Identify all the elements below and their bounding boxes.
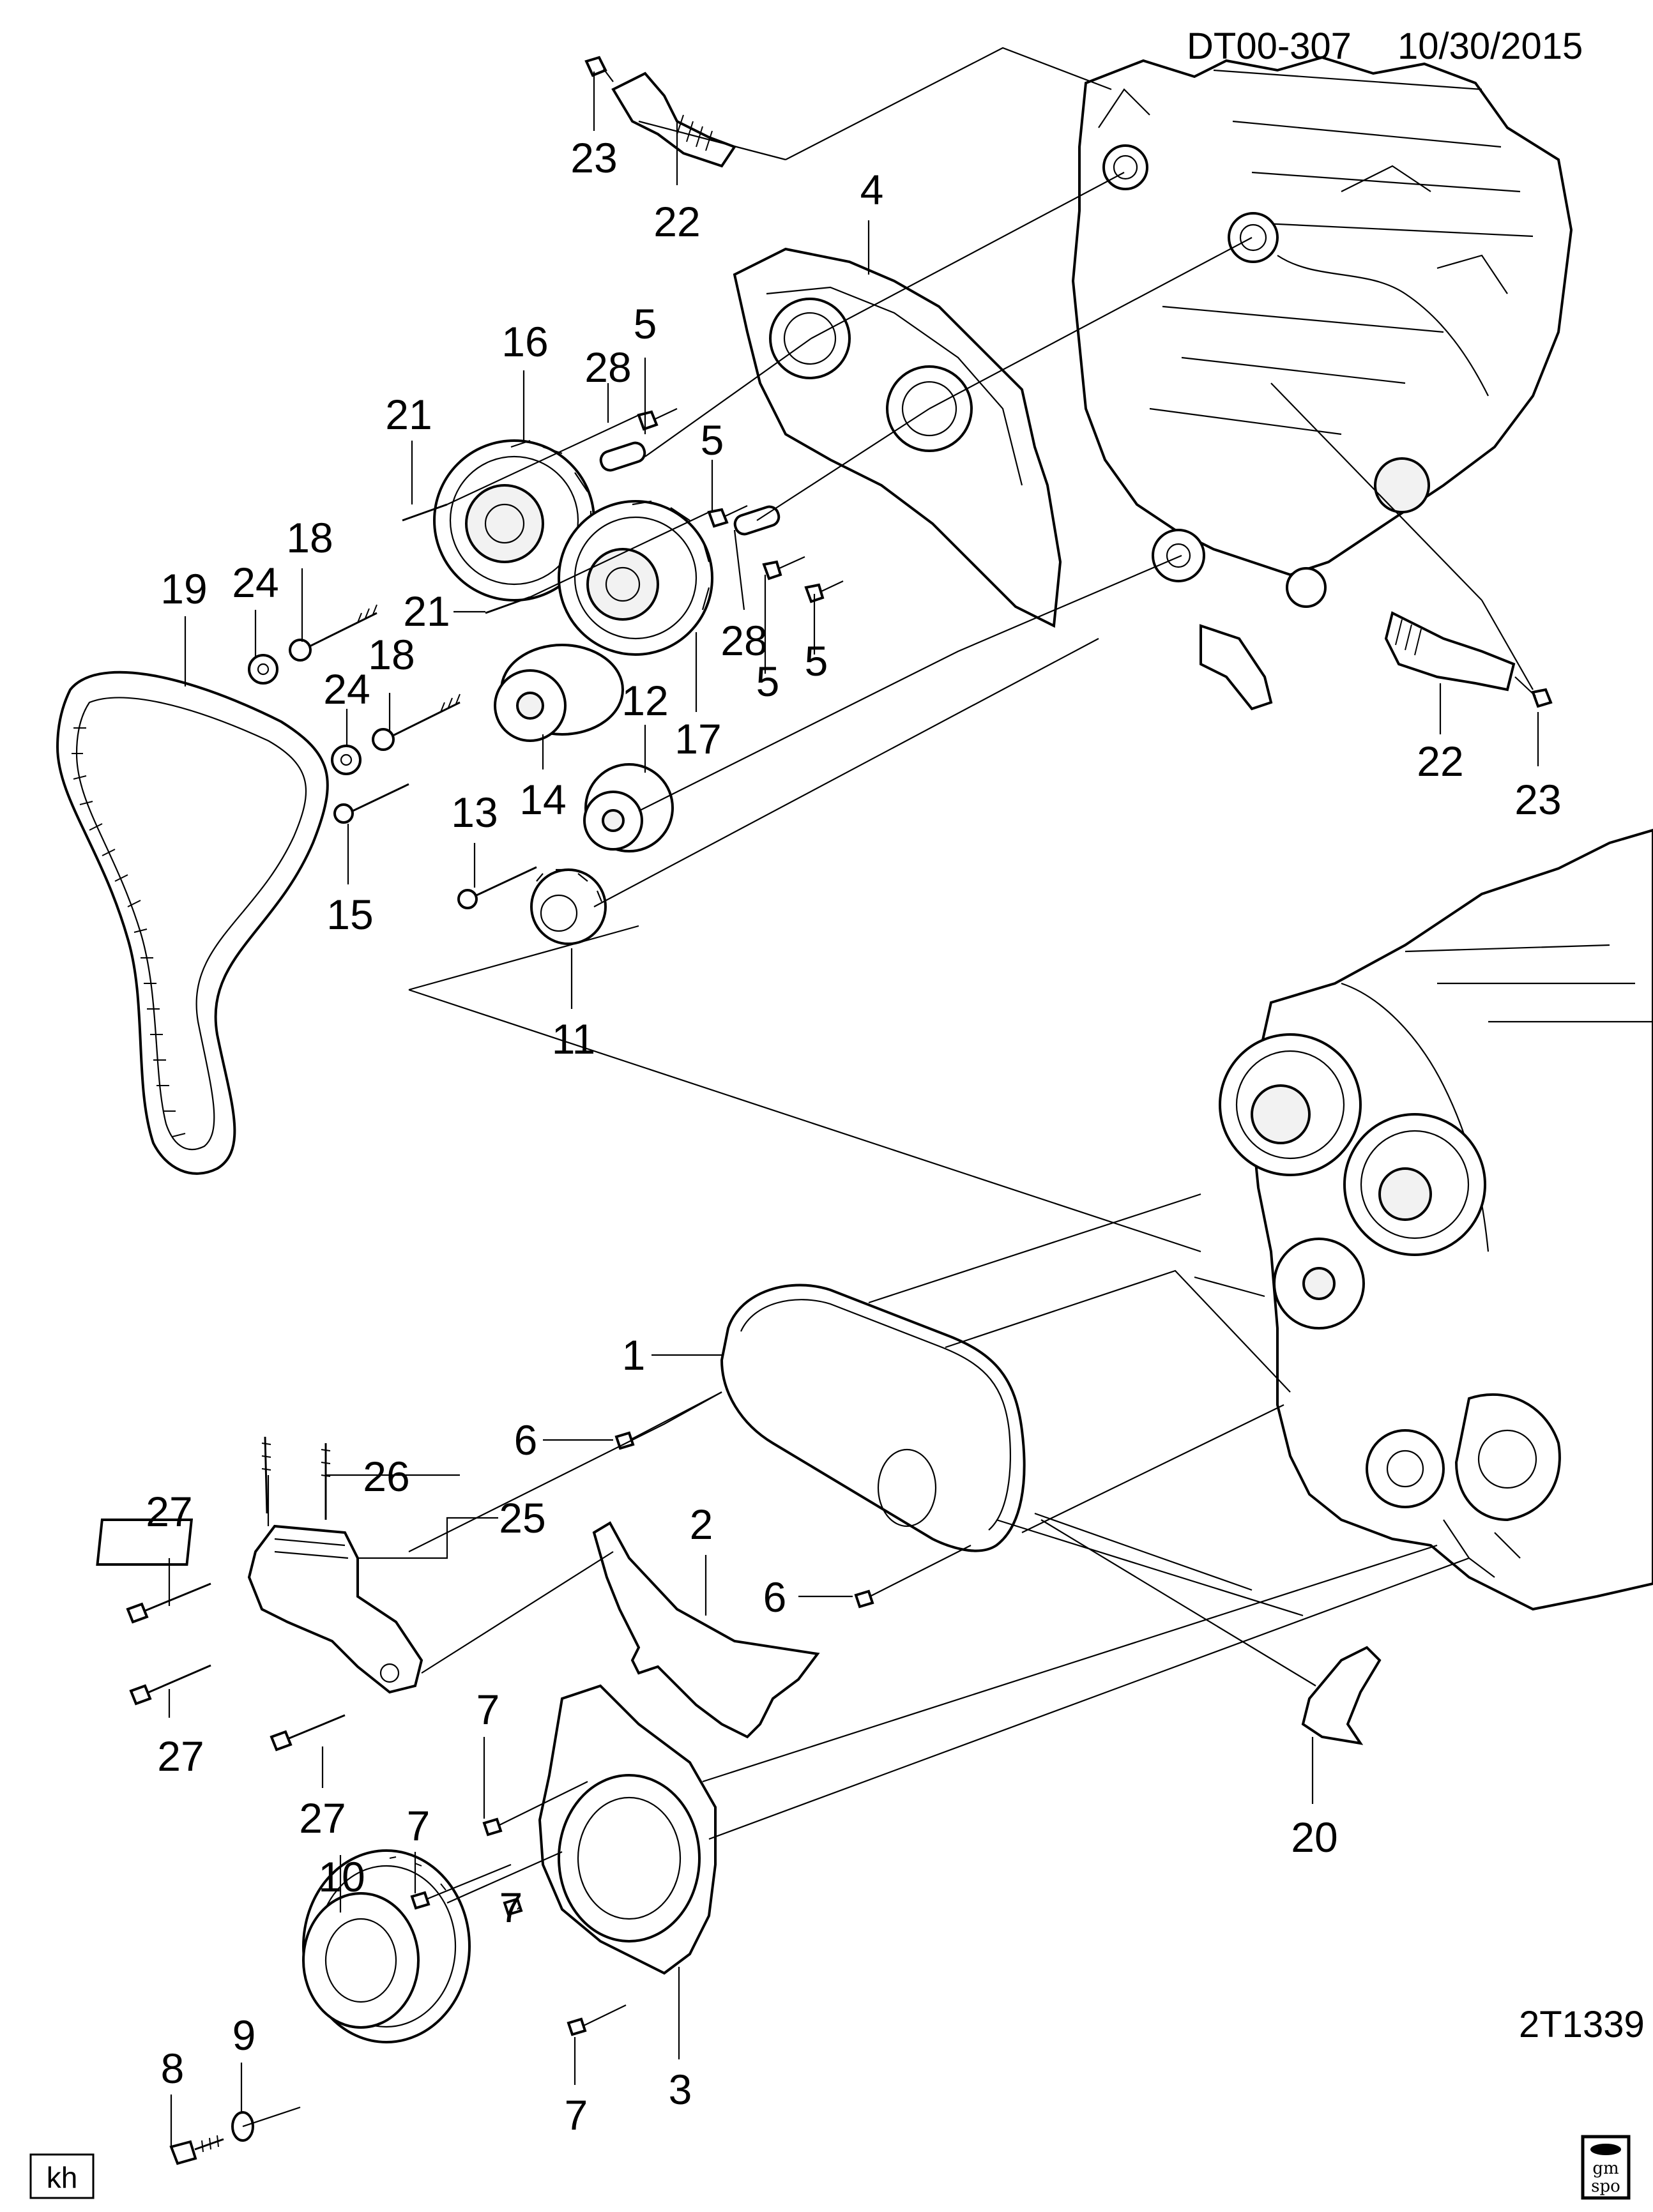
part-5-bolt-d: [804, 580, 844, 603]
part-8-bolt: [169, 2135, 224, 2165]
part-2-inner-cover: [592, 1521, 820, 1739]
callout-14: 14: [519, 776, 566, 823]
callout-leaders: [168, 72, 1539, 2146]
logo-text-bottom: spo: [1591, 2177, 1620, 2196]
callout-2: 2: [690, 1501, 713, 1548]
callout-28-b: 28: [720, 617, 767, 664]
gm-spo-logo: gm spo: [1581, 2135, 1631, 2200]
callout-23-top: 23: [570, 134, 617, 181]
part-27-bolt-c: [270, 1714, 346, 1752]
callout-6-a: 6: [514, 1416, 538, 1464]
logo-text-top: gm: [1592, 2159, 1619, 2178]
callout-27-c: 27: [299, 1794, 346, 1842]
part-21-pin-a: [402, 503, 448, 522]
figure-code: 2T1339: [1519, 2004, 1645, 2045]
part-23-bolt-top: [584, 56, 614, 82]
lower-assembly-lines: [242, 1193, 1470, 2128]
callout-22-top: 22: [653, 198, 700, 245]
callout-12: 12: [621, 677, 668, 724]
part-27-bolt-b: [129, 1664, 211, 1706]
part-28-dowel-a: [599, 441, 646, 472]
callout-27-a: 27: [146, 1488, 192, 1535]
part-24-washer-b: [331, 745, 362, 775]
author-tag-box: kh: [29, 2153, 95, 2199]
lower-engine-block: [1219, 828, 1653, 1611]
part-18-bolt-b: [372, 693, 461, 751]
callout-5-d: 5: [756, 658, 780, 705]
part-25-engine-mount-bracket: [96, 1519, 423, 1694]
callout-19: 19: [160, 565, 207, 612]
callout-25: 25: [499, 1494, 545, 1542]
callout-18-b: 18: [368, 631, 415, 678]
callout-22-right: 22: [1417, 738, 1463, 785]
part-26-stud-a: [261, 1436, 271, 1514]
callout-15: 15: [326, 891, 373, 938]
part-5-bolt-a: [637, 408, 678, 431]
callout-27-b: 27: [157, 1732, 204, 1780]
callout-24-a: 24: [232, 559, 278, 606]
callout-26: 26: [363, 1453, 409, 1500]
part-5-bolt-b: [707, 505, 748, 528]
part-6-bolt-b: [854, 1545, 971, 1609]
part-5-bolt-c: [762, 556, 805, 580]
part-27-bolt-a: [126, 1582, 211, 1624]
part-7-bolt-d: [567, 2004, 627, 2036]
part-20-bracket: [1301, 1646, 1382, 1745]
part-24-washer-a: [248, 654, 278, 685]
callout-21-b: 21: [403, 587, 450, 635]
part-22-sensor-top: [611, 72, 737, 168]
callouts: 23 22 4 5 28 16 21 5 18 24 19 21 28 5 5 …: [146, 134, 1561, 2139]
doc-date: 10/30/2015: [1398, 26, 1583, 67]
callout-8: 8: [161, 2045, 185, 2092]
callout-10: 10: [318, 1853, 365, 1900]
callout-11: 11: [552, 1015, 596, 1063]
callout-21-a: 21: [385, 391, 432, 438]
callout-7-d: 7: [565, 2091, 588, 2139]
part-14-tensioner: [494, 644, 624, 742]
part-11-crank-sprocket: [530, 868, 607, 945]
callout-23-right: 23: [1514, 776, 1561, 823]
callout-24-b: 24: [323, 665, 370, 713]
part-1-front-timing-cover: [720, 1284, 1026, 1552]
callout-4: 4: [860, 166, 884, 213]
callout-17: 17: [674, 715, 721, 762]
callout-1: 1: [622, 1331, 646, 1379]
part-19-timing-belt: [56, 670, 329, 1175]
author-tag: kh: [47, 2161, 78, 2194]
callout-6-b: 6: [763, 1573, 787, 1621]
upper-engine-block: [1071, 56, 1573, 711]
part-18-bolt-a: [289, 604, 377, 662]
part-7-bolt-b: [410, 1863, 512, 1910]
part-17-cam-sprocket: [558, 500, 713, 656]
callout-7-a: 7: [476, 1686, 500, 1733]
part-7-bolt-a: [482, 1781, 588, 1837]
callout-28-a: 28: [584, 344, 631, 391]
callout-3: 3: [669, 2066, 692, 2113]
part-7-bolt-c: [503, 1897, 523, 1916]
callout-5-c: 5: [805, 637, 828, 685]
part-23-bolt-right: [1514, 676, 1553, 708]
callout-18-a: 18: [286, 514, 333, 561]
part-12-idler-pulley: [583, 763, 674, 852]
callout-5-b: 5: [701, 416, 724, 464]
part-3-lower-cover: [538, 1684, 717, 1975]
part-21-pin-b: [485, 596, 531, 614]
callout-20: 20: [1291, 1814, 1337, 1861]
part-4-rear-timing-cover: [733, 247, 1062, 628]
callout-13: 13: [451, 789, 498, 836]
callout-7-c: 7: [499, 1884, 523, 1931]
part-16-cam-sprocket: [433, 439, 595, 602]
callout-9: 9: [232, 2011, 256, 2059]
callout-7-b: 7: [407, 1802, 430, 1849]
upper-assembly-lines: [408, 47, 1534, 1253]
part-15-bolt: [333, 783, 409, 824]
part-22-sensor-right: [1384, 611, 1516, 692]
part-13-bolt: [457, 866, 537, 909]
callout-16: 16: [501, 318, 548, 365]
callout-5-a: 5: [634, 300, 657, 347]
